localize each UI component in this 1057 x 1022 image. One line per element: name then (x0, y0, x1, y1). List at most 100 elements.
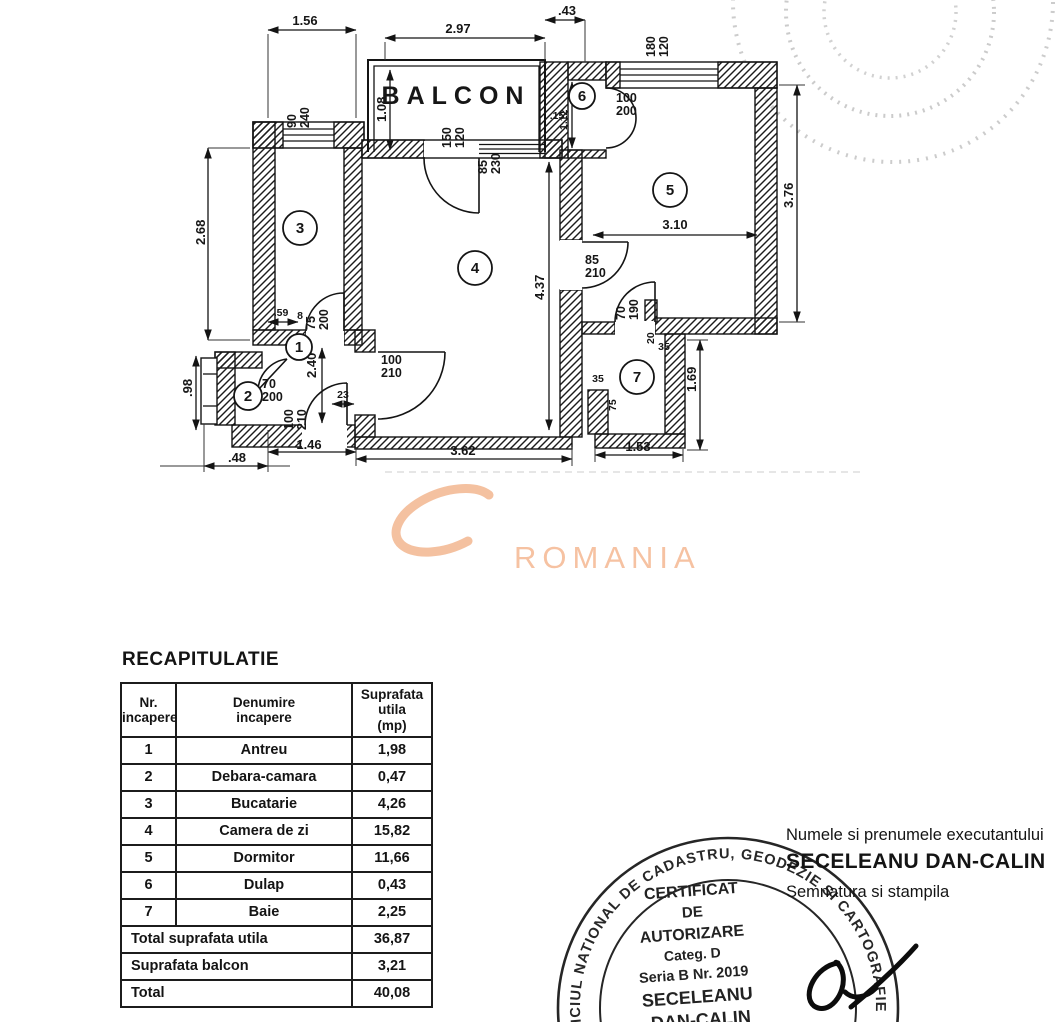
svg-text:100: 100 (381, 353, 402, 367)
svg-text:70: 70 (262, 377, 276, 391)
svg-text:200: 200 (317, 309, 331, 330)
svg-text:200: 200 (616, 104, 637, 118)
svg-text:100: 100 (616, 91, 637, 105)
window-label: 90 240 (285, 107, 312, 128)
dim-label: .59 (274, 307, 289, 319)
svg-text:210: 210 (295, 409, 309, 430)
dimension-labels: 1.56 2.97 .43 3.10 1.46 3.62 .48 1.53 .5… (180, 3, 796, 465)
door-label: 70 200 (262, 377, 283, 404)
signature-label: Semnatura si stampila (786, 883, 950, 901)
room-number-labels: 1 2 3 4 5 6 7 (244, 88, 674, 405)
door-label: 100 210 (282, 409, 309, 430)
executant-block: Numele si prenumele executantului SECELE… (786, 826, 1057, 902)
balcony-railing (367, 59, 546, 152)
svg-text:210: 210 (381, 366, 402, 380)
dim-label: 1.46 (296, 437, 321, 452)
room-1: 1 (295, 339, 303, 356)
svg-text:90: 90 (285, 114, 299, 128)
svg-text:200: 200 (262, 390, 283, 404)
window-label: 150 120 (440, 127, 467, 148)
recap-title: RECAPITULATIE (122, 649, 280, 670)
dim-label: 3.62 (450, 443, 475, 458)
svg-text:120: 120 (657, 36, 671, 57)
dim-label: 8 (297, 310, 303, 322)
door-label: 85 210 (585, 253, 606, 280)
room-2: 2 (244, 388, 252, 405)
dim-label: 2.40 (304, 353, 319, 378)
svg-text:DE: DE (681, 903, 703, 921)
dim-label: .43 (558, 3, 576, 18)
dim-label: 1.69 (684, 367, 699, 392)
faded-round-stamp (731, 0, 1055, 164)
dim-label: 2.68 (193, 220, 208, 245)
door-label: 100 210 (381, 353, 402, 380)
extension-lines (160, 20, 805, 472)
dim-label: 35 (592, 373, 604, 385)
svg-text:150: 150 (440, 127, 454, 148)
dim-label: 3.76 (781, 183, 796, 208)
window-label: 180 120 (644, 36, 671, 57)
signature (806, 943, 919, 1011)
walls (200, 61, 778, 450)
room-numbers (233, 82, 688, 411)
svg-text:75: 75 (304, 316, 318, 330)
svg-text:Seria B Nr. 2019: Seria B Nr. 2019 (639, 963, 749, 987)
door-label: 85 230 (476, 153, 503, 174)
opening-labels: 90 240 150 120 180 120 85 230 75 200 100… (262, 36, 671, 430)
dim-label: 1.56 (292, 13, 317, 28)
svg-text:210: 210 (585, 266, 606, 280)
header-suprafata: Suprafata utila(mp) (351, 682, 433, 738)
dim-label: 2.97 (445, 21, 470, 36)
dim-label: 75 (607, 399, 619, 411)
dim-label: 1.12 (558, 109, 570, 130)
svg-text:180: 180 (644, 36, 658, 57)
executant-name: SECELEANU DAN-CALIN (786, 850, 1046, 873)
executant-label: Numele si prenumele executantului (786, 826, 1044, 844)
watermark-swoosh (391, 484, 494, 557)
dimension-lines (192, 16, 801, 470)
dim-label: .98 (180, 379, 195, 397)
svg-text:CERTIFICAT: CERTIFICAT (643, 880, 738, 904)
door-label: 70 190 (614, 299, 641, 320)
door-label: 75 200 (304, 309, 331, 330)
svg-text:Categ. D: Categ. D (663, 944, 721, 964)
room-3: 3 (296, 220, 304, 237)
door-label: 100 200 (616, 91, 637, 118)
dim-label: 4.37 (532, 275, 547, 300)
room-7: 7 (633, 369, 641, 386)
svg-text:190: 190 (627, 299, 641, 320)
svg-text:85: 85 (476, 160, 490, 174)
svg-text:85: 85 (585, 253, 599, 267)
svg-text:AUTORIZARE: AUTORIZARE (639, 923, 745, 947)
dim-label: 1.53 (625, 439, 650, 454)
svg-text:120: 120 (453, 127, 467, 148)
dim-label: 23 (337, 389, 349, 401)
balcony-label: BALCON (382, 82, 531, 110)
watermark-text: ROMANIA (514, 540, 701, 575)
svg-text:100: 100 (282, 409, 296, 430)
header-nr: Nr.incapere (120, 682, 178, 738)
dim-label: 3.10 (662, 217, 687, 232)
room-5: 5 (666, 182, 674, 199)
romania-watermark: ROMANIA (385, 471, 865, 575)
dim-label: .48 (228, 450, 246, 465)
windows (203, 68, 718, 407)
stamp-center-text: CERTIFICAT DE AUTORIZARE Categ. D Seria … (639, 880, 754, 1022)
svg-text:230: 230 (489, 153, 503, 174)
dim-label: 1.08 (374, 97, 389, 122)
svg-text:240: 240 (298, 107, 312, 128)
